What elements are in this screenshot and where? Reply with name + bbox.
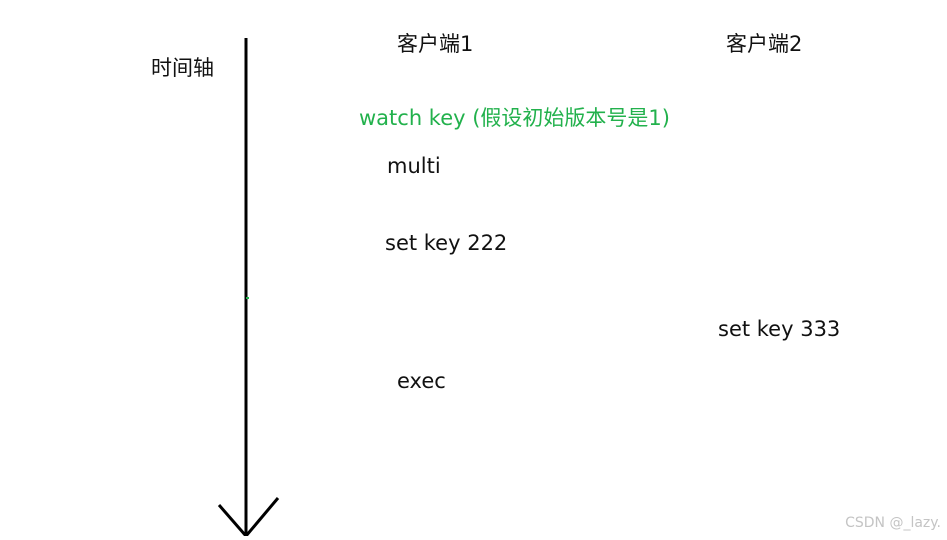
timeline-axis-label: 时间轴 [151,56,214,80]
client1-header: 客户端1 [397,32,474,56]
client2-set-command: set key 333 [718,317,841,341]
watch-command: watch key (假设初始版本号是1) [359,106,670,130]
timeline-axis-arrow-right [244,497,280,537]
exec-command: exec [397,369,446,393]
client2-header: 客户端2 [726,32,803,56]
multi-command: multi [387,154,441,178]
timeline-axis-arrow-left [217,504,248,537]
client1-set-command: set key 222 [385,231,508,255]
watermark: CSDN @_lazy. [845,515,941,531]
